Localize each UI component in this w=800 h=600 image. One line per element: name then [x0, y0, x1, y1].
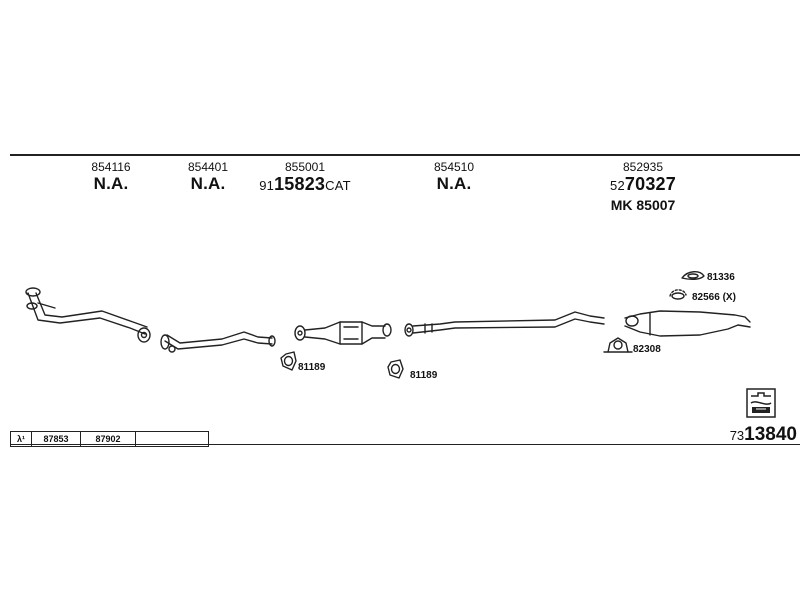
reference-code: 13840: [744, 424, 797, 445]
intermediate-pipe-drawing: [160, 331, 276, 353]
kit-table-cell-2: 87902: [81, 432, 136, 446]
part-main-5-code: 70327: [624, 174, 676, 194]
gasket-2-label: 81189: [410, 370, 438, 381]
part-number-4: 854510: [433, 160, 475, 174]
front-pipe-drawing: [25, 287, 151, 343]
gasket-1-label: 81189: [298, 362, 326, 373]
part-number-2: 854401: [187, 160, 229, 174]
column-5: 852935 5270327 MK 85007: [610, 160, 676, 214]
kit-table-lambda: λ¹: [11, 432, 32, 446]
part-main-3-code: 15823: [274, 174, 326, 194]
center-pipe-drawing: [404, 311, 605, 337]
part-main-5: 5270327: [610, 174, 676, 196]
hanger-1-drawing: [681, 271, 705, 281]
part-main-2: N.A.: [190, 174, 226, 193]
part-main-3-prefix: 91: [259, 178, 275, 193]
part-main-3: 9115823CAT: [259, 174, 351, 196]
clamp-label: 82308: [633, 344, 661, 355]
exhaust-logo-icon: [746, 388, 776, 418]
column-1: 854116 N.A.: [91, 160, 130, 194]
part-sub-5: MK 85007: [610, 197, 676, 213]
catalytic-converter-drawing: [294, 321, 392, 345]
bottom-rule: [10, 444, 800, 445]
top-rule: [10, 154, 800, 156]
hanger-1-label: 81336: [707, 272, 735, 283]
part-number-3: 855001: [284, 160, 326, 174]
clamp-drawing: [603, 337, 633, 353]
hanger-2-label: 82566 (X): [692, 292, 736, 303]
gasket-1-drawing: [280, 351, 297, 371]
part-number-5: 852935: [622, 160, 664, 174]
column-3: 855001 9115823CAT: [259, 160, 351, 196]
kit-table-cell-1: 87853: [32, 432, 81, 446]
part-main-3-suffix: CAT: [325, 178, 351, 193]
column-2: 854401 N.A.: [188, 160, 228, 194]
reference-prefix: 73: [729, 428, 745, 443]
part-main-5-prefix: 52: [610, 178, 625, 193]
part-main-4: N.A.: [436, 174, 472, 193]
rear-silencer-drawing: [624, 310, 751, 337]
hanger-2-drawing: [669, 289, 687, 300]
kit-table: λ¹ 87853 87902: [10, 431, 209, 447]
reference-number: 7313840: [730, 424, 797, 446]
part-main-1: N.A.: [93, 174, 129, 193]
column-4: 854510 N.A.: [434, 160, 474, 194]
part-number-1: 854116: [91, 160, 131, 174]
gasket-2-drawing: [387, 359, 404, 379]
